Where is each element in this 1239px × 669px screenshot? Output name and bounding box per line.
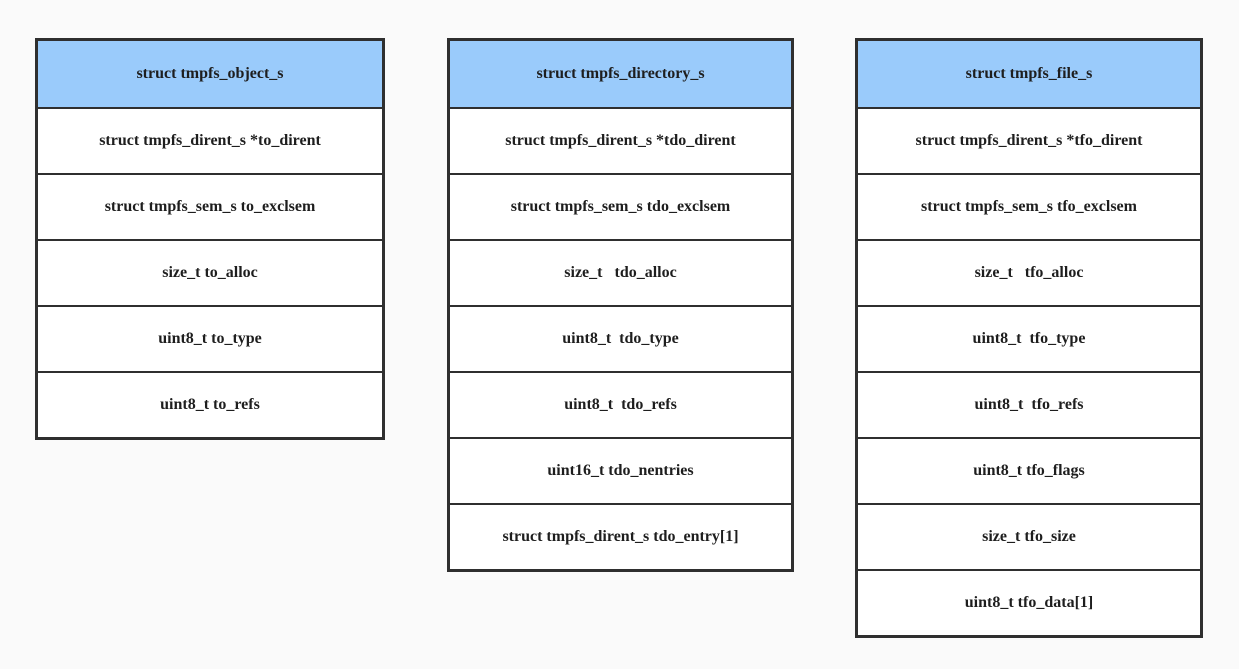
struct-field-label: struct tmpfs_sem_s tdo_exclsem — [510, 198, 731, 216]
struct-field-row: size_t tfo_alloc — [858, 239, 1200, 305]
struct-field-label: uint8_t tdo_refs — [564, 396, 677, 414]
struct-field-row: uint8_t tdo_refs — [450, 371, 791, 437]
struct-field-label: uint8_t to_refs — [160, 396, 260, 414]
struct-field-row: struct tmpfs_sem_s to_exclsem — [38, 173, 382, 239]
struct-table-tmpfs-file-s: struct tmpfs_file_s struct tmpfs_dirent_… — [855, 38, 1203, 638]
struct-field-label: uint8_t to_type — [158, 330, 262, 348]
struct-name-label: struct tmpfs_object_s — [136, 65, 284, 83]
struct-field-row: uint8_t tfo_type — [858, 305, 1200, 371]
struct-field-label: struct tmpfs_sem_s tfo_exclsem — [921, 198, 1137, 216]
struct-name-label: struct tmpfs_directory_s — [536, 65, 705, 83]
struct-field-label: size_t to_alloc — [162, 264, 258, 282]
struct-field-label: struct tmpfs_dirent_s *to_dirent — [99, 132, 321, 150]
struct-field-row: struct tmpfs_dirent_s tdo_entry[1] — [450, 503, 791, 569]
struct-field-row: uint8_t tdo_type — [450, 305, 791, 371]
struct-header-row: struct tmpfs_object_s — [38, 41, 382, 107]
struct-name-label: struct tmpfs_file_s — [965, 65, 1093, 83]
struct-field-row: struct tmpfs_sem_s tdo_exclsem — [450, 173, 791, 239]
struct-field-label: uint8_t tfo_type — [972, 330, 1086, 348]
struct-field-row: uint16_t tdo_nentries — [450, 437, 791, 503]
struct-field-row: uint8_t tfo_refs — [858, 371, 1200, 437]
struct-field-row: size_t tfo_size — [858, 503, 1200, 569]
struct-field-row: size_t to_alloc — [38, 239, 382, 305]
struct-field-row: struct tmpfs_dirent_s *tdo_dirent — [450, 107, 791, 173]
struct-header-row: struct tmpfs_file_s — [858, 41, 1200, 107]
struct-field-label: struct tmpfs_dirent_s *tfo_dirent — [915, 132, 1143, 150]
struct-field-row: uint8_t to_refs — [38, 371, 382, 437]
struct-field-label: size_t tfo_alloc — [974, 264, 1084, 282]
struct-field-label: struct tmpfs_sem_s to_exclsem — [104, 198, 316, 216]
struct-field-label: uint8_t tfo_refs — [974, 396, 1084, 414]
struct-field-row: struct tmpfs_sem_s tfo_exclsem — [858, 173, 1200, 239]
struct-field-row: uint8_t tfo_flags — [858, 437, 1200, 503]
struct-field-label: uint8_t tdo_type — [562, 330, 679, 348]
struct-field-label: uint8_t tfo_flags — [973, 462, 1085, 480]
struct-field-row: struct tmpfs_dirent_s *tfo_dirent — [858, 107, 1200, 173]
struct-field-row: uint8_t tfo_data[1] — [858, 569, 1200, 635]
struct-field-label: struct tmpfs_dirent_s *tdo_dirent — [505, 132, 736, 150]
struct-table-tmpfs-directory-s: struct tmpfs_directory_s struct tmpfs_di… — [447, 38, 794, 572]
struct-table-tmpfs-object-s: struct tmpfs_object_s struct tmpfs_diren… — [35, 38, 385, 440]
struct-field-label: uint8_t tfo_data[1] — [964, 594, 1094, 612]
struct-field-label: struct tmpfs_dirent_s tdo_entry[1] — [502, 528, 739, 546]
struct-field-label: uint16_t tdo_nentries — [547, 462, 694, 480]
struct-field-label: size_t tdo_alloc — [564, 264, 677, 282]
struct-field-label: size_t tfo_size — [982, 528, 1076, 546]
struct-field-row: struct tmpfs_dirent_s *to_dirent — [38, 107, 382, 173]
struct-header-row: struct tmpfs_directory_s — [450, 41, 791, 107]
struct-field-row: size_t tdo_alloc — [450, 239, 791, 305]
struct-field-row: uint8_t to_type — [38, 305, 382, 371]
